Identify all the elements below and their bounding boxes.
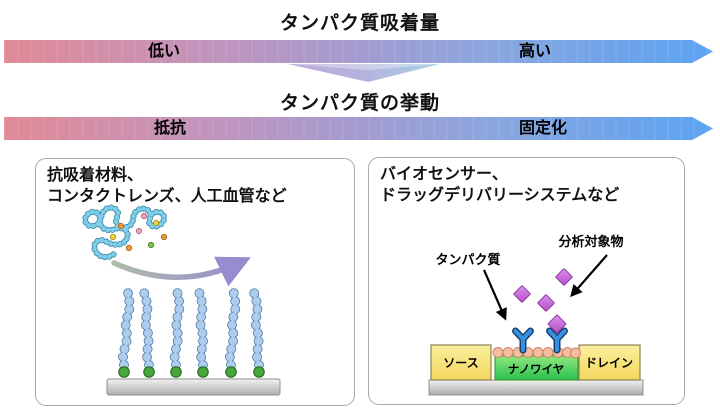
- drain-electrode: [578, 344, 641, 381]
- behavior-resist-label: 抵抗: [153, 120, 187, 137]
- protein-arrow-icon: [482, 269, 507, 321]
- adsorption-high-label: 高い: [518, 43, 552, 60]
- adsorption-gradient-arrow: 低い 高い: [4, 40, 713, 63]
- device-substrate: [428, 379, 644, 396]
- biosensor-heading-line2: ドラッグデリバリーシステムなど: [380, 187, 620, 204]
- adsorbed-protein-layer: [492, 347, 581, 359]
- behavior-immobilize-label: 固定化: [518, 120, 568, 137]
- analyte-arrow-icon: [570, 254, 608, 298]
- behavior-title: タンパク質の挙動: [279, 93, 440, 114]
- chevron-down-icon: [288, 64, 440, 82]
- source-label: ソース: [443, 356, 478, 370]
- bounce-arrow-icon: [111, 256, 251, 287]
- anchor-beads: [118, 366, 265, 378]
- adsorption-title: タンパク質吸着量: [279, 13, 440, 34]
- antifouling-heading-line1: 抗吸着材料、: [47, 167, 144, 184]
- antifouling-panel: 抗吸着材料、 コンタクトレンズ、人工血管など: [35, 158, 355, 406]
- analyte-diamonds: [513, 268, 573, 312]
- analyte-label: 分析対象物: [558, 234, 623, 249]
- protein-label: タンパク質: [435, 252, 500, 267]
- nanowire-sensor-illustration: タンパク質 分析対象物: [428, 234, 644, 396]
- biosensor-panel: バイオセンサー、 ドラッグデリバリーシステムなど: [368, 157, 685, 405]
- substrate-bar: [106, 378, 281, 396]
- antifouling-heading: 抗吸着材料、 コンタクトレンズ、人工血管など: [47, 165, 287, 207]
- captured-analyte-diamond: [547, 314, 567, 334]
- biosensor-heading: バイオセンサー、 ドラッグデリバリーシステムなど: [380, 164, 619, 206]
- polymer-brush-illustration: [82, 204, 281, 396]
- drain-label: ドレイン: [585, 356, 633, 370]
- biosensor-heading-line1: バイオセンサー、: [380, 166, 508, 183]
- nanowire-label: ナノワイヤ: [508, 363, 565, 376]
- polymer-brush: [106, 293, 281, 396]
- antifouling-heading-line2: コンタクトレンズ、人工血管など: [47, 188, 287, 205]
- nanowire-block: [494, 355, 579, 381]
- adsorption-low-label: 低い: [147, 43, 181, 60]
- behavior-gradient-arrow: 抵抗 固定化: [4, 117, 713, 140]
- source-electrode: [430, 344, 492, 381]
- antibody-icons: [512, 327, 568, 354]
- protein-molecule-icon: [82, 204, 168, 261]
